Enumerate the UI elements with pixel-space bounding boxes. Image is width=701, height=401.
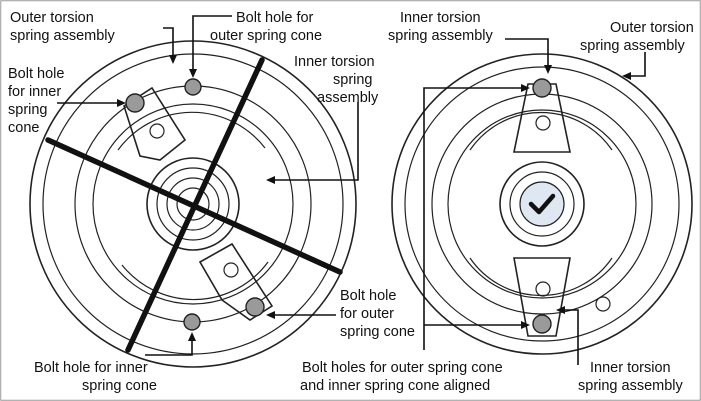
label-line: Outer torsion	[10, 10, 94, 26]
leader-aligned-top	[423, 87, 526, 350]
left-bracket-hole-bottom	[223, 262, 239, 278]
right-coil-arc-top	[469, 111, 613, 151]
label-bolt-inner-bottom: Bolt hole for inner spring cone	[34, 360, 157, 394]
left-hub-outer	[146, 157, 240, 251]
label-line: outer spring cone	[210, 28, 322, 44]
arrow-outer-torsion-left	[169, 55, 177, 64]
label-outer-torsion-right: Outer torsion spring assembly	[580, 20, 694, 54]
left-hub-core	[176, 187, 210, 221]
leader-inner-torsion-left	[270, 102, 359, 181]
label-bolt-inner-left: Bolt hole for inner spring cone	[8, 66, 64, 136]
leader-inner-torsion-right-bottom	[560, 309, 579, 365]
left-coil-arc-bottom	[121, 261, 269, 301]
arrow-inner-torsion-right-bottom	[556, 306, 565, 314]
label-line: spring assembly	[10, 28, 116, 44]
right-bolt-hole-bottom	[532, 314, 552, 334]
left-inner-cone-bracket	[123, 86, 187, 161]
x-mark-icon	[45, 57, 343, 353]
left-bolt-hole-outer-top	[184, 78, 202, 96]
left-bracket-hole-top	[149, 123, 165, 139]
right-inner-ring	[447, 109, 637, 299]
arrow-bolt-inner-bottom	[188, 332, 196, 341]
label-line: and inner spring cone aligned	[300, 378, 490, 394]
leader-outer-torsion-left	[163, 27, 174, 60]
left-bolt-hole-inner	[125, 93, 145, 113]
checkmark-glyph	[528, 193, 556, 215]
label-line: spring assembly	[388, 28, 494, 44]
label-line: spring cone	[82, 378, 157, 394]
right-outer-spring-ring	[404, 66, 680, 342]
arrow-bolt-inner-left	[117, 99, 126, 107]
label-line: spring assembly	[578, 378, 684, 394]
label-line: spring assembly	[580, 38, 686, 54]
right-hub-mid	[509, 171, 575, 237]
arrow-bolt-outer-bottom	[266, 311, 275, 319]
left-hub-mid	[156, 167, 230, 241]
right-rim-hole	[595, 296, 611, 312]
label-bolt-outer-top: Bolt hole for outer spring cone	[210, 10, 322, 44]
x-mark-stroke-b	[45, 137, 343, 275]
label-line: spring	[333, 72, 373, 88]
label-outer-torsion-left: Outer torsion spring assembly	[10, 10, 116, 44]
label-inner-torsion-left: Inner torsion spring assembly	[294, 54, 379, 106]
left-bolt-hole-outer-bottom	[245, 297, 265, 317]
label-line: Bolt hole for	[236, 10, 314, 26]
left-bolt-hole-inner-bottom	[183, 313, 201, 331]
leader-lines	[57, 15, 646, 365]
leader-inner-torsion-right-top	[505, 38, 549, 70]
right-top-bracket-hole	[535, 115, 551, 131]
label-inner-torsion-right-top: Inner torsion spring assembly	[388, 10, 494, 44]
arrow-inner-torsion-right-top	[544, 65, 552, 74]
label-bolt-outer-bottom: Bolt hole for outer spring cone	[340, 288, 415, 340]
label-line: Bolt hole for inner	[34, 360, 148, 376]
label-line: spring	[8, 102, 48, 118]
label-line: Inner torsion	[400, 10, 481, 26]
right-hub-outer	[499, 161, 585, 247]
leader-outer-torsion-right	[626, 52, 646, 77]
label-line: Inner torsion	[590, 360, 671, 376]
arrow-bolt-outer-top	[189, 69, 197, 78]
arrow-inner-torsion-left	[266, 176, 275, 184]
label-line: assembly	[317, 90, 379, 106]
label-line: for inner	[8, 84, 61, 100]
label-inner-torsion-right-bottom: Inner torsion spring assembly	[578, 360, 684, 394]
label-line: Bolt hole	[340, 288, 396, 304]
label-line: Inner torsion	[294, 54, 375, 70]
right-bottom-bracket-hole	[535, 281, 551, 297]
right-bolt-hole-top	[532, 78, 552, 98]
checkmark-icon	[519, 181, 565, 227]
label-line: Bolt hole	[8, 66, 64, 82]
leader-bolt-inner-bottom	[145, 336, 193, 356]
label-line: Bolt holes for outer spring cone	[302, 360, 503, 376]
right-outer-rim	[391, 53, 693, 355]
left-hub-inner	[166, 177, 220, 231]
leader-bolt-outer-top	[192, 15, 232, 74]
left-inner-ring	[92, 103, 294, 305]
checkmark-badge	[519, 181, 565, 227]
label-line: cone	[8, 120, 39, 136]
label-line: Outer torsion	[610, 20, 694, 36]
arrow-aligned-top	[521, 84, 530, 92]
label-line: for outer	[340, 306, 394, 322]
right-coil-arc-bottom	[469, 257, 613, 297]
right-spring-assembly	[391, 53, 693, 355]
arrow-aligned-bottom	[521, 321, 530, 329]
label-line: spring cone	[340, 324, 415, 340]
label-aligned: Bolt holes for outer spring cone and inn…	[300, 360, 503, 394]
right-bottom-bracket	[513, 257, 571, 337]
left-coil-arc-top	[117, 111, 266, 151]
arrow-outer-torsion-right	[622, 72, 631, 80]
